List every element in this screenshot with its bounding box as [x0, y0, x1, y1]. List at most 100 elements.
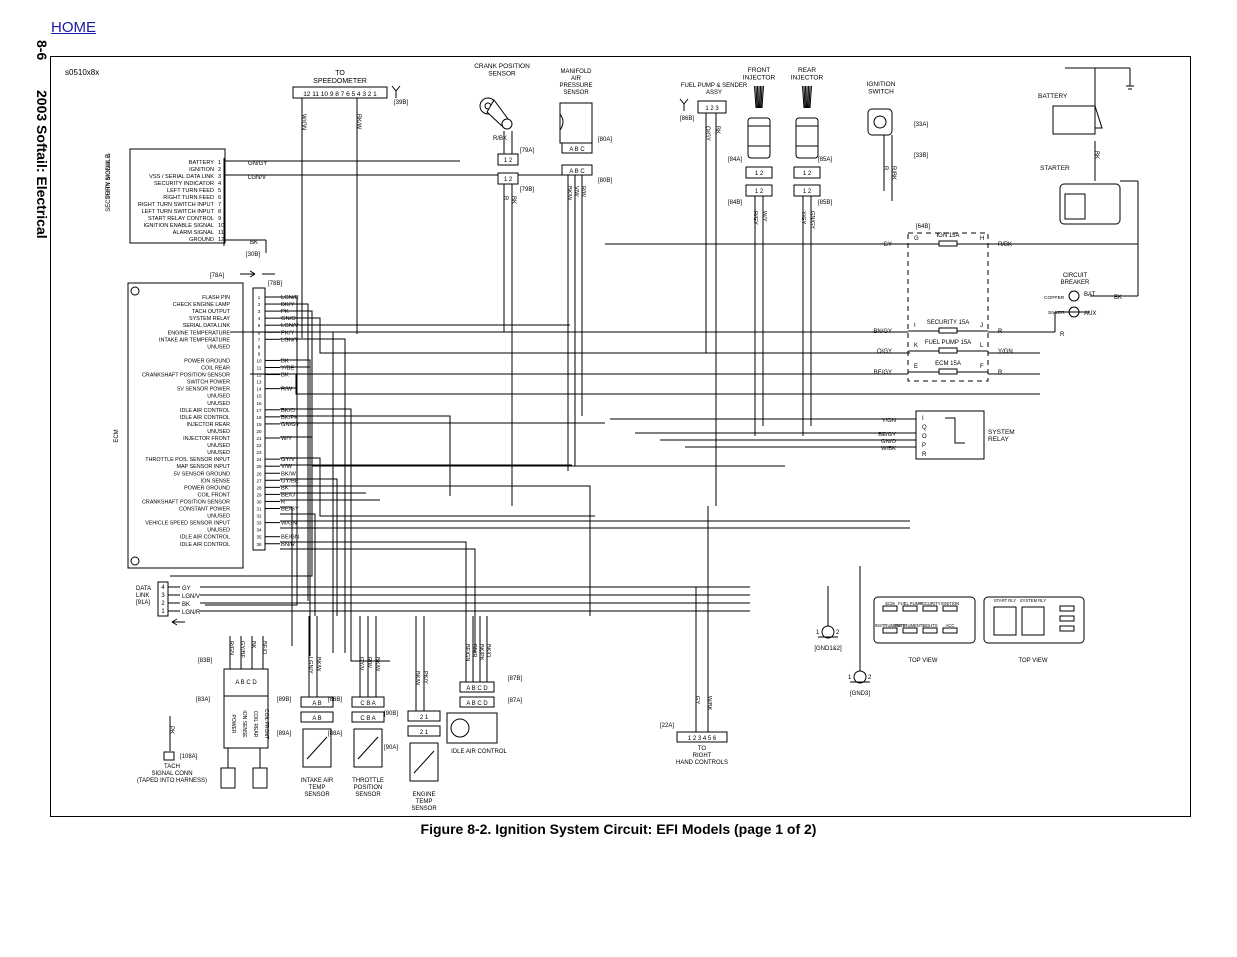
wire-label: O/GY [704, 126, 710, 141]
ground-1-2-terminal [821, 625, 835, 639]
injector-lead [759, 85, 761, 109]
wire-label: BE/GY [874, 370, 892, 376]
fuse-label: ECM 15A [935, 361, 961, 367]
home-link[interactable]: HOME [51, 19, 96, 36]
injector-lead [802, 85, 805, 109]
speedometer-title: SPEEDOMETER [313, 78, 367, 85]
wire-label: BK [281, 485, 289, 491]
ecm-harness-wire [280, 548, 476, 653]
speedometer-title: TO [335, 70, 345, 77]
connector-label: [64B] [916, 224, 930, 230]
top-view-label: IGNITION [941, 601, 960, 606]
wire-label: BE/O [261, 641, 267, 655]
wire-label: GY/BE [239, 641, 245, 658]
connector-label: [78B] [268, 281, 282, 287]
module-pin-label: RIGHT TURN SWITCH INPUT [138, 202, 215, 208]
figure-id: s0510x8x [65, 68, 99, 77]
pin-label: 1 2 [504, 177, 513, 183]
ecm-pin-label: INTAKE AIR TEMPERATURE [159, 337, 230, 343]
fuel-pump-title: FUEL PUMP & SENDER [681, 83, 748, 89]
module-pin-number: 12 [218, 237, 224, 243]
ecm-pin-number: 7 [258, 337, 261, 342]
ecm-mount [130, 286, 140, 296]
wire-label: LGN/R [182, 610, 201, 616]
wire-label: BK [714, 126, 720, 134]
ecm-box [127, 282, 244, 569]
wire [683, 98, 689, 105]
fuse-slot [882, 627, 898, 634]
connector-label: [30B] [246, 252, 260, 258]
coil-label: COIL REAR [252, 711, 258, 738]
module-pin-number: 1 [218, 160, 221, 166]
ecm-pin-label: UNUSED [207, 401, 230, 407]
pin-label: 1 2 3 [705, 106, 719, 112]
module-pin-number: 6 [218, 195, 221, 201]
ecm-pin-number: 35 [256, 535, 262, 540]
wire-label: BK/W [374, 657, 380, 672]
connector-label: [86B] [680, 116, 694, 122]
ecm-pin-label: UNUSED [207, 528, 230, 534]
ecm-pin-number: 23 [256, 450, 262, 455]
battery-body [1052, 105, 1096, 135]
coils-body [223, 695, 269, 749]
fuse-slot [1059, 605, 1075, 612]
pin-label: 1 [848, 675, 852, 681]
rear-injector-body [795, 117, 819, 159]
top-view-label: ACC [946, 623, 955, 628]
ecm-pin-label: ENGINE TEMPERATURE [168, 330, 231, 336]
relay-pin: I [922, 416, 924, 422]
module-pin-number: 2 [218, 167, 221, 173]
starter-title: STARTER [1040, 165, 1070, 172]
module-pin-label: IGNITION [189, 167, 214, 173]
ground-3-terminal [853, 670, 867, 684]
pin-label: A B C [569, 169, 585, 175]
fuse-pin-out: J [980, 323, 983, 329]
wire-label: BN/R [471, 644, 477, 657]
wire-label: BK [510, 196, 516, 204]
wire-label: R/GN [228, 641, 234, 655]
injector-lead [805, 85, 807, 109]
front-injector-title: FRONT [748, 67, 770, 74]
wire-label: PK [168, 726, 174, 734]
turn-signal-module-title: SECURITY MODULE [106, 154, 112, 212]
wire-label: R/BK [890, 166, 896, 180]
module-pin-number: 10 [218, 223, 224, 229]
ecm-pin-number: 31 [256, 507, 262, 512]
wire-label: R [882, 166, 888, 171]
module-pin-label: LEFT TURN SWITCH INPUT [141, 209, 214, 215]
ecm-pin-label: CRANKSHAFT POSITION SENSOR [142, 499, 230, 505]
wire-label: BK/W [566, 186, 572, 201]
ecm-pin-number: 21 [256, 436, 262, 441]
wire-label: BK [250, 641, 256, 649]
engine-temp-sensor-connector-b [407, 725, 441, 737]
wire-label: BK/PK [478, 644, 484, 661]
wire-label: GN/GY [248, 161, 267, 167]
wire-label: LGN/V [248, 175, 266, 181]
data-link-title: [91A] [136, 600, 150, 606]
connector-label: [83A] [196, 697, 210, 703]
pin-label: 2 1 [420, 715, 429, 721]
map-sensor-title: MANIFOLD [560, 69, 592, 75]
engine-temp-sensor-title: TEMP [416, 799, 433, 805]
wire-label: BK/W [281, 471, 296, 477]
ecm-pin-number: 16 [256, 401, 262, 406]
map-sensor-title: PRESSURE [559, 83, 592, 89]
connector-label: [80A] [598, 137, 612, 143]
iat-sensor-title: INTAKE AIR [301, 778, 334, 784]
fuse-slot [942, 627, 958, 634]
module-pin-label: LEFT TURN FEED [167, 188, 214, 194]
system-relay-title: SYSTEM [988, 429, 1015, 436]
coil-label: ION SENSE [241, 710, 247, 738]
map-sensor-body [559, 102, 593, 144]
fuse-element [938, 327, 958, 334]
relay-pin: R [922, 452, 927, 458]
module-pin-number: 5 [218, 188, 221, 194]
connector-label: [108A] [180, 754, 198, 760]
ecm-pin-number: 6 [258, 330, 261, 335]
module-pin-label: VSS / SERIAL DATA LINK [149, 174, 214, 180]
wire-label: R [502, 196, 508, 201]
pin-label: 1 2 [504, 158, 513, 164]
wire-label: R [998, 329, 1003, 335]
iac-title: IDLE AIR CONTROL [451, 749, 507, 755]
module-pin-label: BATTERY [189, 160, 215, 166]
